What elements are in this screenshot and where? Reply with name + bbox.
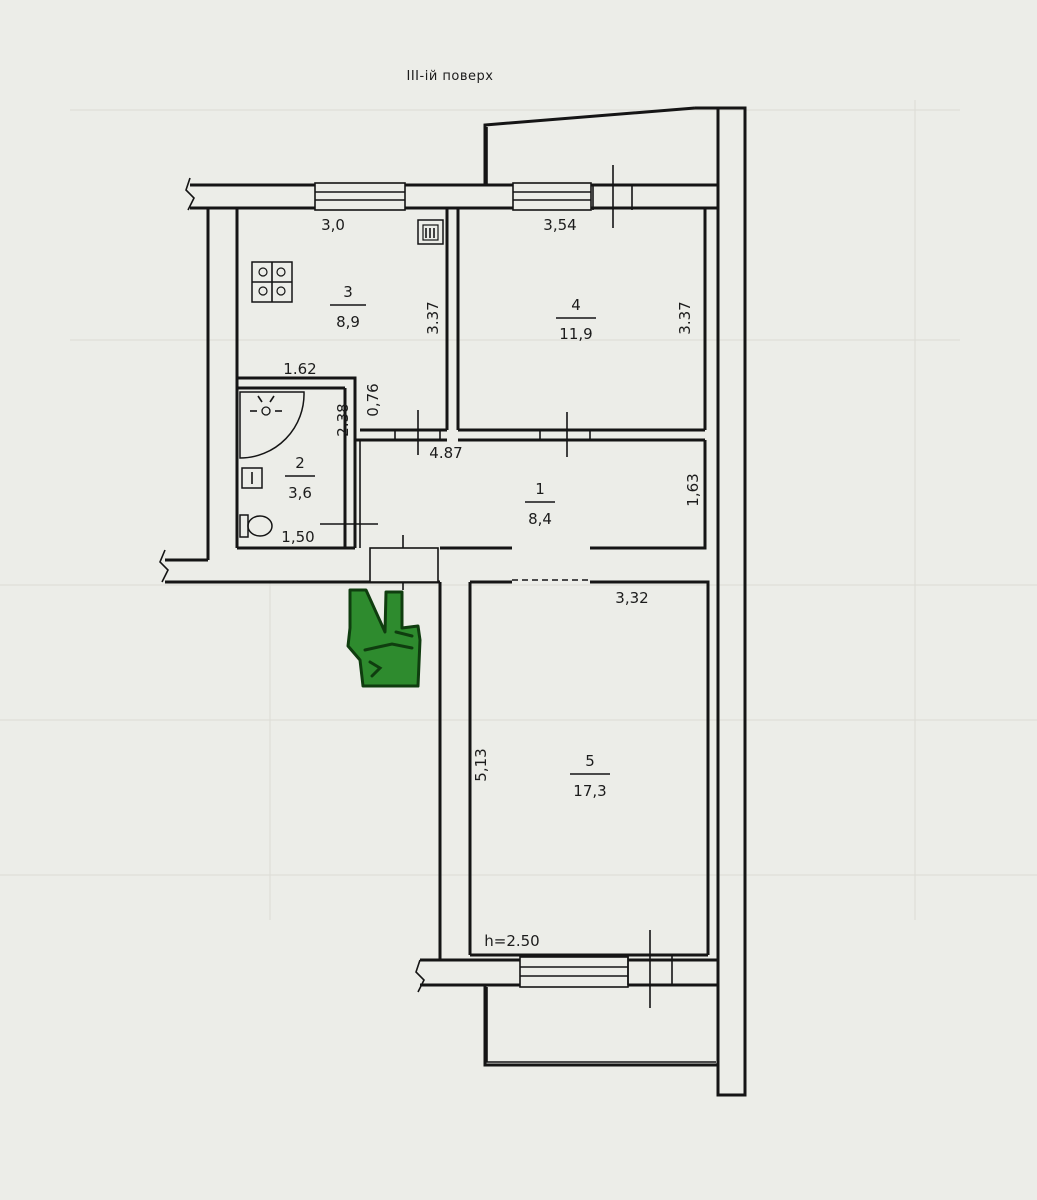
floor-title: III-ій поверх [407, 69, 494, 84]
svg-text:1,63: 1,63 [684, 473, 702, 506]
svg-text:5: 5 [585, 752, 595, 770]
svg-text:8,4: 8,4 [528, 510, 552, 528]
background-grid [0, 100, 1037, 920]
svg-text:h=2.50: h=2.50 [484, 932, 539, 950]
room-2-label: 2 3,6 [285, 454, 315, 502]
room-5-label: 5 17,3 [570, 752, 610, 800]
svg-text:5,13: 5,13 [472, 748, 490, 781]
sink-icon [417, 219, 444, 245]
peace-hand-icon [346, 588, 422, 688]
walls [159, 106, 747, 1097]
svg-text:4: 4 [571, 296, 581, 314]
svg-text:17,3: 17,3 [573, 782, 606, 800]
svg-text:1,50: 1,50 [281, 528, 314, 546]
svg-text:3,0: 3,0 [321, 216, 345, 234]
svg-text:0,76: 0,76 [364, 383, 382, 416]
washbasin-icon [241, 467, 263, 489]
svg-text:3,54: 3,54 [543, 216, 576, 234]
svg-text:3.37: 3.37 [424, 301, 442, 334]
room-1-label: 1 8,4 [525, 480, 555, 528]
stove-icon [251, 261, 293, 303]
svg-text:1: 1 [535, 480, 545, 498]
doors [320, 165, 673, 1008]
room-3-label: 3 8,9 [330, 283, 366, 331]
svg-text:1.62: 1.62 [283, 360, 316, 378]
svg-text:3,32: 3,32 [615, 589, 648, 607]
dimension-labels: 3,0 3,54 3.37 3.37 1.62 2.38 0,76 1,50 4… [281, 216, 702, 950]
svg-text:3.37: 3.37 [676, 301, 694, 334]
svg-text:2: 2 [295, 454, 305, 472]
svg-text:8,9: 8,9 [336, 313, 360, 331]
windows [314, 182, 629, 988]
shower-icon [239, 391, 305, 459]
svg-text:4.87: 4.87 [429, 444, 462, 462]
svg-text:3,6: 3,6 [288, 484, 312, 502]
svg-text:3: 3 [343, 283, 353, 301]
room-4-label: 4 11,9 [556, 296, 596, 343]
toilet-icon [239, 514, 273, 538]
svg-text:11,9: 11,9 [559, 325, 592, 343]
svg-text:2.38: 2.38 [334, 403, 352, 436]
